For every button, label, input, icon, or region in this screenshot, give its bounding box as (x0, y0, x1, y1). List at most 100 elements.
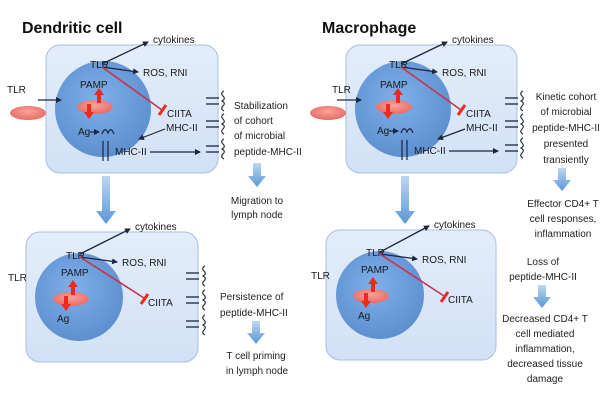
down-red-arrow (361, 293, 371, 308)
mhc-in-arrow (138, 128, 166, 141)
mhc-groove-icon (101, 129, 115, 135)
next-line: inflammation (535, 229, 592, 240)
dendritic-top-cell: TLR PAMP Ag MHC-II MHC-II TLR cytokines … (7, 35, 225, 174)
pamp-label: PAMP (380, 80, 408, 91)
outcome-line: of microbial (234, 131, 285, 142)
ciita-label: CIITA (167, 109, 192, 120)
next-line: Migration to (231, 196, 284, 207)
mhc-ii-lower-label: MHC-II (115, 147, 147, 158)
ros-arrow (379, 253, 418, 262)
outcome-line: Persistence of (220, 292, 284, 303)
cytokines-arrow (79, 228, 131, 255)
flow-arrow-down (533, 285, 551, 308)
tlr-label: TLR (90, 60, 109, 71)
outcome-line: peptide-MHC-II (509, 272, 577, 283)
next-line: decreased tissue (507, 359, 583, 370)
flow-arrow-down (247, 321, 265, 344)
tlr-label: TLR (366, 248, 385, 259)
ag-label: Ag (358, 311, 370, 322)
next-line: damage (527, 374, 564, 385)
pathogen (10, 106, 46, 120)
ros-rni-label: ROS, RNI (143, 68, 187, 79)
outcome-line: peptide-MHC-II (532, 123, 600, 134)
mhc-ii-upper-label: MHC-II (466, 123, 498, 134)
ros-rni-label: ROS, RNI (422, 255, 466, 266)
ciita-inhibit-bar (139, 293, 150, 305)
next-line: cell mediated (516, 329, 575, 340)
ciita-inhibit-bar (157, 104, 168, 116)
cytokines-label: cytokines (135, 222, 177, 233)
up-red-arrow (68, 280, 78, 295)
ag-label: Ag (57, 314, 69, 325)
outcome-line: Stabilization (234, 101, 288, 112)
next-line: cell responses, (530, 214, 597, 225)
dendritic-top-outcome: Stabilization of cohort of microbial pep… (234, 101, 302, 158)
macrophage-panel: Macrophage TLR PAMP Ag MHC-II MHC-II TLR… (310, 20, 600, 385)
ros-arrow (79, 256, 118, 265)
internal-pathogen (53, 292, 89, 306)
surface-mhc-receptors (206, 90, 225, 160)
ros-rni-label: ROS, RNI (122, 258, 166, 269)
outcome-line: transiently (543, 155, 589, 166)
ciita-inhibit-line (101, 66, 163, 111)
pathogen (310, 106, 346, 120)
macrophage-top-cell: TLR PAMP Ag MHC-II MHC-II TLR cytokines … (310, 35, 524, 174)
cytokines-arrow (101, 41, 149, 65)
next-line: Effector CD4+ T (527, 199, 599, 210)
mhc-ii-upper-label: MHC-II (166, 123, 198, 134)
outside-tlr-label: TLR (8, 273, 27, 284)
down-red-arrow (84, 104, 94, 119)
tlr-label: TLR (66, 251, 85, 262)
outcome-line: Kinetic cohort (536, 92, 597, 103)
pamp-label: PAMP (80, 80, 108, 91)
ros-rni-label: ROS, RNI (442, 68, 486, 79)
up-red-arrow (368, 277, 378, 292)
internal-pathogen (353, 289, 389, 303)
outcome-line: of microbial (540, 107, 591, 118)
macrophage-top-outcome: Kinetic cohort of microbial peptide-MHC-… (532, 92, 600, 166)
macrophage-title: Macrophage (322, 20, 416, 37)
down-red-arrow (383, 104, 393, 119)
ciita-label: CIITA (448, 295, 473, 306)
ciita-inhibit-bar (439, 291, 450, 303)
cytokines-label: cytokines (434, 220, 476, 231)
pamp-label: PAMP (61, 268, 89, 279)
ciita-label: CIITA (148, 298, 173, 309)
dendritic-bottom-cell: TLR PAMP Ag TLR cytokines ROS, RNI CIITA (8, 222, 206, 363)
dendritic-panel: Dendritic cell TLR PAMP Ag MHC-II MHC-II… (7, 20, 302, 377)
ag-label: Ag (78, 127, 90, 138)
surface-mhc-receptors (505, 90, 524, 159)
ciita-inhibit-bar (456, 104, 467, 116)
outcome-line: presented (544, 139, 588, 150)
surface-mhc-receptors (186, 265, 206, 336)
mhc-groove-icon (400, 128, 414, 134)
ciita-inhibit-line (379, 253, 445, 297)
flow-arrow-down (248, 163, 266, 187)
outcome-line: peptide-MHC-II (234, 147, 302, 158)
cytokines-label: cytokines (452, 35, 494, 46)
ag-label: Ag (377, 126, 389, 137)
internal-pathogen (376, 100, 412, 114)
outside-tlr-label: TLR (7, 85, 26, 96)
up-red-arrow (393, 88, 403, 103)
ros-arrow (101, 66, 139, 75)
next-line: T cell priming (226, 351, 285, 362)
ros-arrow (400, 66, 438, 75)
outside-tlr-label: TLR (311, 271, 330, 282)
cytokines-arrow (379, 225, 430, 253)
ciita-label: CIITA (466, 109, 491, 120)
mhc-ii-lower-label: MHC-II (414, 146, 446, 157)
down-red-arrow (61, 296, 71, 311)
cytokines-arrow (400, 41, 448, 65)
outcome-line: of cohort (234, 116, 273, 127)
pamp-label: PAMP (361, 265, 389, 276)
outcome-line: Loss of (527, 257, 559, 268)
cell-transition-arrow (395, 176, 415, 224)
tlr-label: TLR (389, 60, 408, 71)
ciita-inhibit-line (400, 66, 462, 111)
next-line: Decreased CD4+ T (502, 314, 588, 325)
next-line: lymph node (231, 210, 283, 221)
mhc-in-arrow (437, 128, 466, 141)
up-red-arrow (94, 88, 104, 103)
